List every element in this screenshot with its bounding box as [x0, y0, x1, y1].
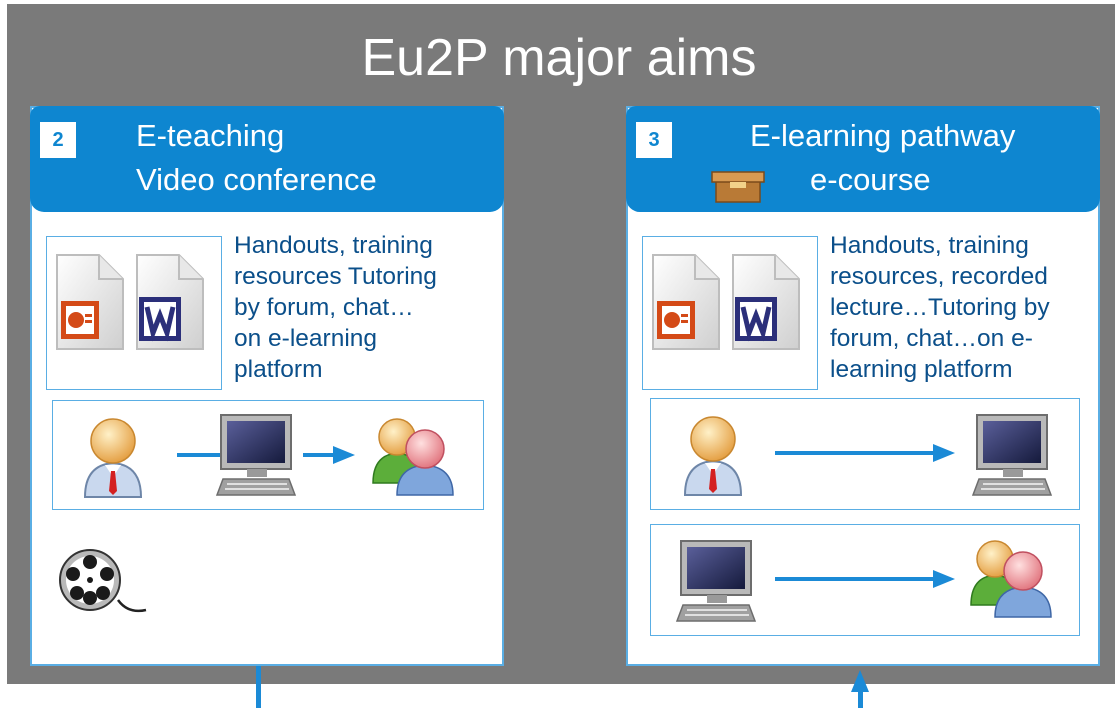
film-reel-icon	[59, 549, 147, 613]
flow-arrow-head-icon	[933, 570, 955, 588]
computer-icon	[971, 414, 1053, 496]
description-line: Handouts, training	[234, 232, 433, 259]
panel-number-badge: 2	[40, 122, 76, 158]
flow-box-teacher-to-students	[52, 400, 484, 510]
word-doc-icon	[732, 254, 800, 350]
panel-header: 3 E-learning pathway e-course	[626, 106, 1100, 212]
flow-box-teacher-to-computer	[650, 398, 1080, 510]
connector-arrow-up-icon	[851, 670, 869, 692]
teacher-icon	[83, 418, 143, 498]
word-doc-icon	[136, 254, 204, 350]
panel-e-learning: 3 E-learning pathway e-course Handouts, …	[626, 106, 1100, 666]
description-line: by forum, chat…	[234, 294, 414, 321]
panel-header: 2 E-teaching Video conference	[30, 106, 504, 212]
panel-number-badge: 3	[636, 122, 672, 158]
documents-box	[642, 236, 818, 390]
students-icon	[970, 540, 1052, 618]
powerpoint-doc-icon	[652, 254, 720, 350]
description-line: platform	[234, 356, 323, 383]
page-title: Eu2P major aims	[361, 29, 757, 87]
description-line: on e-learning	[234, 325, 378, 352]
teacher-icon	[683, 416, 743, 496]
description-line: resources, recorded	[830, 263, 1048, 290]
students-icon	[372, 418, 454, 496]
panel-heading-line2: Video conference	[136, 162, 377, 197]
flow-arrow-head-icon	[933, 444, 955, 462]
documents-box	[46, 236, 222, 390]
panel-heading-line2: e-course	[810, 162, 931, 197]
panel-e-teaching: 2 E-teaching Video conference Handouts, …	[30, 106, 504, 666]
connector-line-left	[256, 664, 261, 708]
computer-icon	[675, 540, 757, 622]
panel-heading-line1: E-teaching	[136, 118, 285, 153]
package-icon	[711, 171, 765, 203]
computer-icon	[215, 414, 297, 496]
flow-arrow-head-icon	[333, 446, 355, 464]
connector-line-right	[858, 690, 863, 708]
flow-arrow-line	[177, 453, 237, 457]
description-line: forum, chat…on e-	[830, 325, 1033, 352]
description-line: lecture…Tutoring by	[830, 294, 1050, 321]
flow-arrow-line	[303, 453, 335, 457]
panel-heading-line1: E-learning pathway	[750, 118, 1016, 153]
slide-bottom-strip	[0, 684, 1118, 708]
description-line: resources Tutoring	[234, 263, 437, 290]
flow-arrow-line	[775, 577, 935, 581]
description-line: Handouts, training	[830, 232, 1029, 259]
flow-arrow-line	[775, 451, 935, 455]
description-line: learning platform	[830, 356, 1013, 383]
flow-box-computer-to-students	[650, 524, 1080, 636]
powerpoint-doc-icon	[56, 254, 124, 350]
